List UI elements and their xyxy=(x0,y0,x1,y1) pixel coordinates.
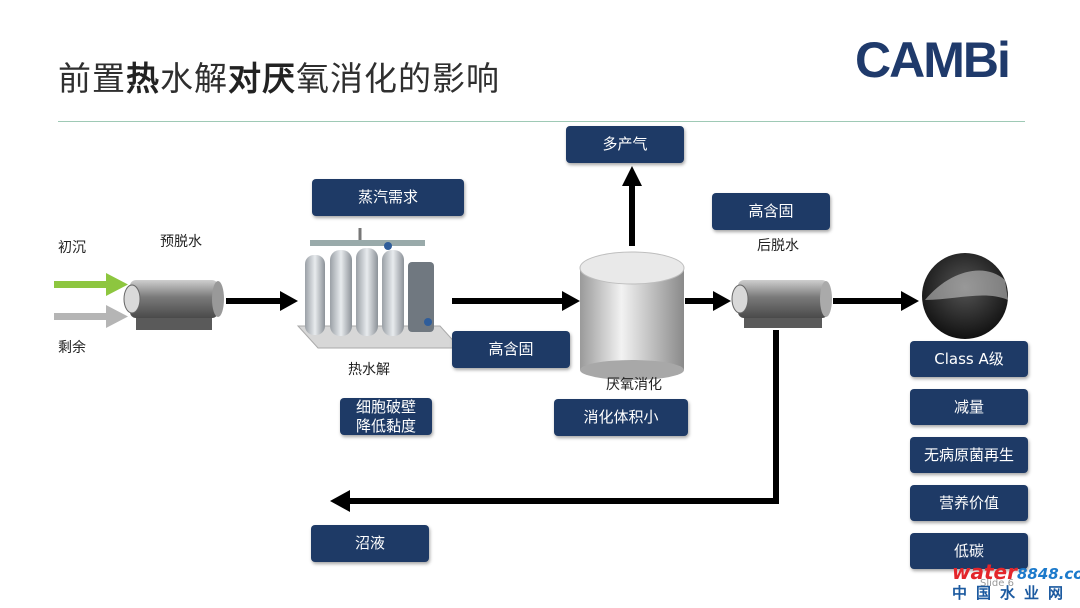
slide-number: Slide 6 xyxy=(980,578,1014,589)
small-digester-volume-box: 消化体积小 xyxy=(554,399,688,436)
postdewater-label: 后脱水 xyxy=(757,238,799,254)
primary-sludge-arrow xyxy=(54,273,128,296)
watermark-com: .com xyxy=(1058,565,1080,583)
watermark-chinese: 中国水业网 xyxy=(952,584,1073,602)
cambi-logo: CAMBi xyxy=(855,32,1011,88)
primary-sludge-label: 初沉 xyxy=(58,240,86,256)
page-title: 前置热水解对厌氧消化的影响 xyxy=(58,59,500,98)
cell-lysis-line-2: 降低黏度 xyxy=(355,416,416,435)
benefit-reduction-box: 减量 xyxy=(910,389,1028,425)
watermark-logo: water8848.com 中国水业网 xyxy=(952,560,1080,603)
more-biogas-box: 多产气 xyxy=(566,126,684,163)
high-solids-box-1: 高含固 xyxy=(452,331,570,368)
benefit-no-pathogen-box: 无病原菌再生 xyxy=(910,437,1028,473)
biosolids-image xyxy=(922,253,1008,339)
watermark-number: 8848 xyxy=(1016,565,1059,583)
benefit-class-a-box: Class A级 xyxy=(910,341,1028,377)
title-divider xyxy=(58,121,1025,122)
steam-demand-box: 蒸汽需求 xyxy=(312,179,464,216)
digester-tank xyxy=(579,251,685,380)
predewater-label: 预脱水 xyxy=(160,234,202,250)
surplus-sludge-arrow xyxy=(54,305,128,328)
predewater-machine xyxy=(123,280,224,330)
thp-plant xyxy=(296,228,462,349)
surplus-sludge-label: 剩余 xyxy=(58,340,86,356)
digestate-liquor-box: 沼液 xyxy=(311,525,429,562)
benefit-nutrient-box: 营养价值 xyxy=(910,485,1028,521)
thp-label: 热水解 xyxy=(348,362,390,378)
watermark-water: water xyxy=(952,560,1017,584)
high-solids-box-2: 高含固 xyxy=(712,193,830,230)
flow-arrows xyxy=(226,166,919,512)
benefit-low-carbon-box: 低碳 xyxy=(910,533,1028,569)
cell-lysis-line-1: 细胞破壁 xyxy=(355,397,416,416)
cell-lysis-box: 细胞破壁 降低黏度 xyxy=(340,398,432,435)
postdewater-machine xyxy=(731,280,832,328)
digester-label: 厌氧消化 xyxy=(606,377,662,393)
